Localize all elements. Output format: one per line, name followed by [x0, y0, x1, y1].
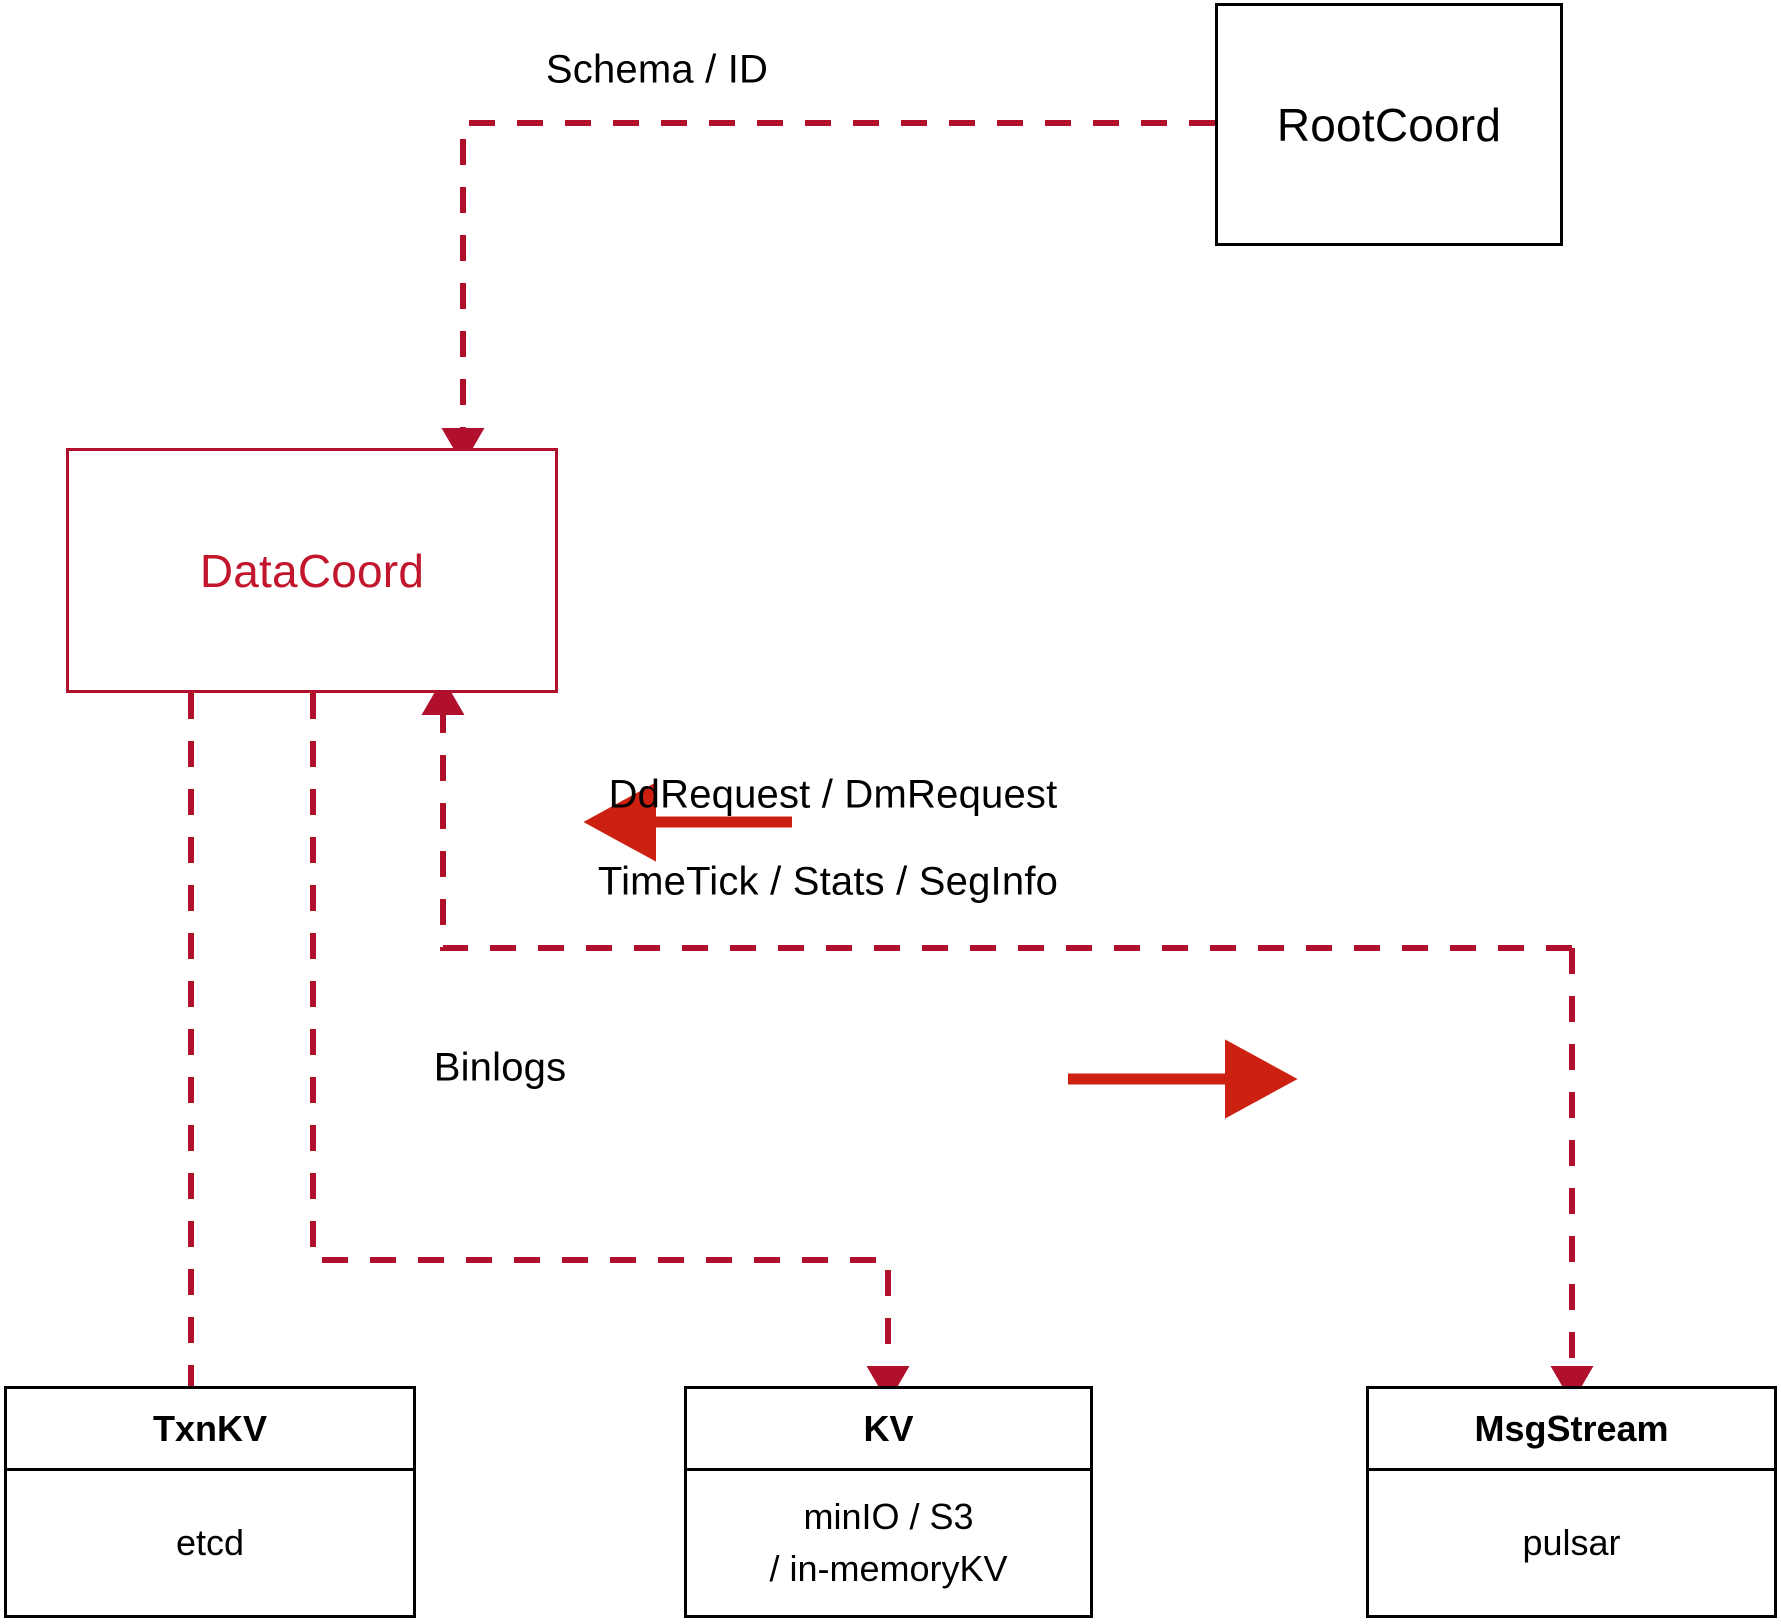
edge-label-timetick-stats-seginfo: TimeTick / Stats / SegInfo: [597, 859, 1059, 904]
node-rootcoord-title: RootCoord: [1276, 98, 1502, 151]
node-datacoord[interactable]: DataCoord: [66, 448, 558, 693]
node-kv-sub-0: minIO / S3: [803, 1495, 974, 1537]
node-txnkv-body: etcd: [7, 1471, 413, 1615]
node-datacoord-title: DataCoord: [199, 544, 425, 597]
edge-datacoord-to-kv: [310, 693, 910, 1403]
node-msgstream[interactable]: MsgStream pulsar: [1366, 1386, 1777, 1618]
edge-label-binlogs: Binlogs: [433, 1045, 567, 1090]
node-txnkv-sub-0: etcd: [175, 1521, 245, 1563]
edge-msgstream-to-datacoord: [421, 678, 1572, 951]
node-msgstream-title: MsgStream: [1369, 1389, 1774, 1471]
node-txnkv[interactable]: TxnKV etcd: [4, 1386, 416, 1618]
node-msgstream-body: pulsar: [1369, 1471, 1774, 1615]
node-kv-title: KV: [687, 1389, 1090, 1471]
edge-label-dd-dm-request: DdRequest / DmRequest: [608, 772, 1058, 817]
node-txnkv-title: TxnKV: [7, 1389, 413, 1471]
node-msgstream-sub-0: pulsar: [1522, 1521, 1621, 1563]
node-rootcoord[interactable]: RootCoord: [1215, 3, 1563, 246]
node-kv-sub-1: / in-memoryKV: [769, 1548, 1008, 1589]
node-kv-body: minIO / S3 / in-memoryKV: [687, 1471, 1090, 1615]
node-kv[interactable]: KV minIO / S3 / in-memoryKV: [684, 1386, 1093, 1618]
edge-rootcoord-to-datacoord: [441, 120, 1215, 465]
edge-label-schema-id: Schema / ID: [545, 47, 769, 92]
